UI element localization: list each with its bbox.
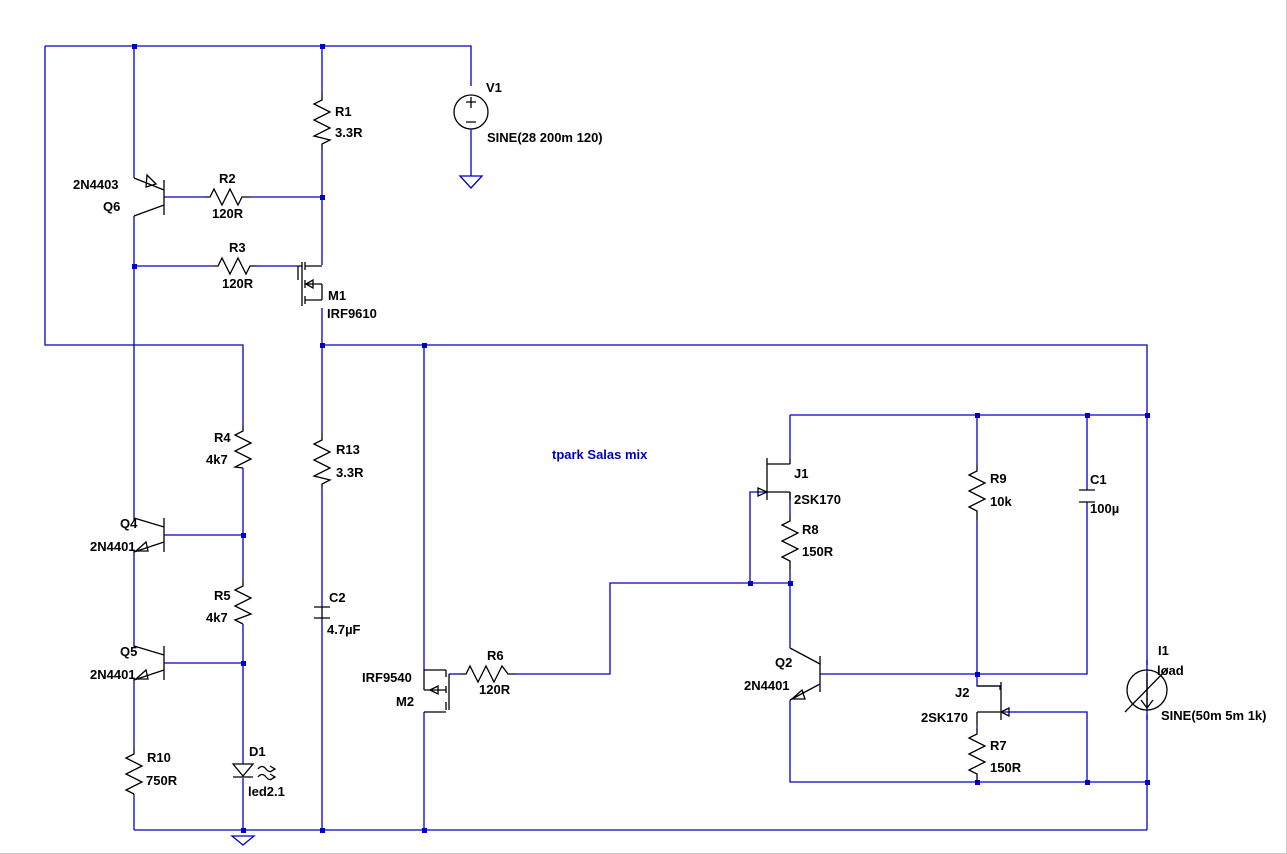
r2-name: R2 (219, 171, 236, 186)
transistor-q5[interactable]: Q5 2N4401 (90, 644, 165, 682)
m1-name: M1 (328, 288, 346, 303)
led-d1[interactable]: D1 led2.1 (231, 744, 285, 799)
v1-value: SINE(28 200m 120) (487, 130, 603, 145)
resistor-r1[interactable]: R1 3.3R (312, 93, 363, 150)
jfet-j2[interactable]: J2 2SK170 (921, 682, 1010, 725)
j2-value: 2SK170 (921, 710, 968, 725)
resistor-r9[interactable]: R9 10k (967, 465, 1012, 520)
r6-value: 120R (479, 682, 511, 697)
c1-name: C1 (1090, 472, 1107, 487)
capacitor-c2[interactable]: C2 4.7µF (314, 590, 361, 637)
q4-value: 2N4401 (90, 539, 136, 554)
q6-value: 2N4403 (73, 177, 119, 192)
resistor-r10[interactable]: R10 750R (124, 748, 178, 795)
r7-name: R7 (990, 738, 1007, 753)
current-source-i1[interactable]: I1 load SINE(50m 5m 1k) (1124, 643, 1267, 723)
v1-name: V1 (486, 80, 502, 95)
resistor-r6[interactable]: R6 120R (460, 648, 515, 697)
resistor-r3[interactable]: R3 120R (214, 240, 257, 291)
i1-name: I1 (1158, 643, 1169, 658)
jfet-j1[interactable]: J1 2SK170 (757, 458, 841, 507)
voltage-source-v1[interactable]: V1 SINE(28 200m 120) (453, 80, 603, 189)
r9-value: 10k (990, 494, 1012, 509)
transistor-q6[interactable]: 2N4403 Q6 (73, 173, 165, 217)
junction-dots (132, 44, 1150, 833)
i1-value: load (1157, 663, 1184, 678)
r13-name: R13 (336, 442, 360, 457)
r3-name: R3 (229, 240, 246, 255)
r6-name: R6 (487, 648, 504, 663)
m2-name: M2 (396, 694, 414, 709)
r8-name: R8 (802, 522, 819, 537)
r1-name: R1 (335, 104, 352, 119)
j1-value: 2SK170 (794, 492, 841, 507)
j2-name: J2 (955, 685, 969, 700)
d1-name: D1 (249, 744, 266, 759)
q2-value: 2N4401 (744, 678, 790, 693)
transistor-q4[interactable]: Q4 2N4401 (90, 516, 165, 554)
r8-value: 150R (802, 544, 834, 559)
m2-value: IRF9540 (362, 670, 412, 685)
transistor-q2[interactable]: Q2 2N4401 (744, 647, 821, 701)
r10-name: R10 (147, 750, 171, 765)
resistor-r4[interactable]: R4 4k7 (206, 425, 253, 469)
resistor-r8[interactable]: R8 150R (780, 515, 834, 570)
r7-value: 150R (990, 760, 1022, 775)
r4-value: 4k7 (206, 452, 228, 467)
q5-value: 2N4401 (90, 667, 136, 682)
mosfet-m2[interactable]: IRF9540 M2 (362, 669, 450, 713)
d1-value: led2.1 (248, 784, 285, 799)
r9-name: R9 (990, 471, 1007, 486)
j1-name: J1 (794, 466, 808, 481)
r2-value: 120R (212, 206, 244, 221)
q6-name: Q6 (103, 199, 120, 214)
r13-value: 3.3R (336, 465, 364, 480)
c2-name: C2 (329, 590, 346, 605)
r3-value: 120R (222, 276, 254, 291)
resistor-r5[interactable]: R5 4k7 (206, 580, 253, 625)
resistor-r2[interactable]: R2 120R (205, 171, 250, 221)
r10-value: 750R (146, 773, 178, 788)
i1-sine-value: SINE(50m 5m 1k) (1161, 708, 1267, 723)
c1-value: 100µ (1090, 501, 1119, 516)
q2-name: Q2 (775, 655, 792, 670)
r5-name: R5 (214, 588, 231, 603)
resistor-r7[interactable]: R7 150R (967, 728, 1022, 782)
resistor-r13[interactable]: R13 3.3R (312, 433, 364, 488)
capacitor-c1[interactable]: C1 100µ (1079, 472, 1119, 516)
r5-value: 4k7 (206, 610, 228, 625)
m1-value: IRF9610 (327, 306, 377, 321)
c2-value: 4.7µF (327, 622, 361, 637)
ground-symbol (230, 835, 256, 846)
wires (44, 45, 1148, 831)
schematic-comment: tpark Salas mix (552, 447, 648, 462)
mosfet-m1[interactable]: M1 IRF9610 (297, 262, 377, 321)
q5-name: Q5 (120, 644, 137, 659)
r4-name: R4 (214, 430, 231, 445)
r1-value: 3.3R (335, 125, 363, 140)
q4-name: Q4 (120, 516, 138, 531)
